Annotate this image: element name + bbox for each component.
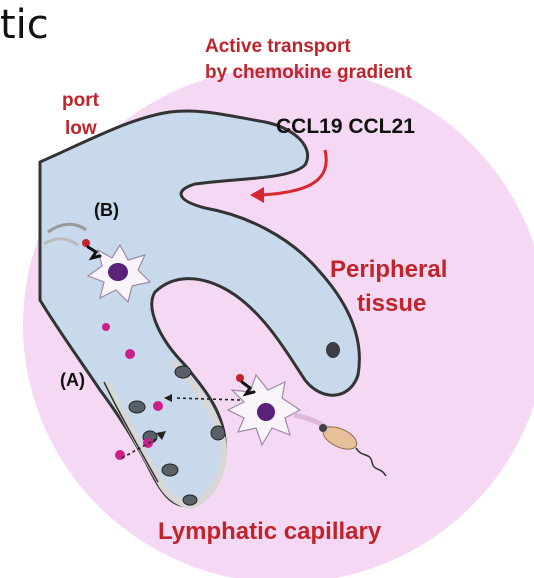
arrowhead	[250, 187, 264, 203]
endothelial-nucleus	[128, 400, 146, 414]
active-transport-label-1: Active transport	[205, 36, 351, 57]
site-b-label: (B)	[94, 200, 119, 220]
t-cell	[319, 424, 387, 477]
active-transport-label-2: by chemokine gradient	[205, 62, 412, 83]
peripheral-label-1: Peripheral	[330, 256, 448, 283]
chemokine-dot	[125, 349, 135, 359]
capillary-wall-left	[104, 381, 196, 509]
endothelial-nucleus	[210, 425, 226, 441]
dendritic-cell-b	[82, 239, 152, 304]
dotted-arrow	[121, 437, 159, 459]
endothelial-nucleus	[161, 463, 179, 477]
peripheral-label-2: tissue	[357, 290, 427, 317]
endothelial-nucleus	[174, 365, 192, 379]
lymphatic-capillary-label: Lymphatic capillary	[158, 518, 382, 545]
site-a-label: (A)	[60, 370, 85, 390]
left-cut-label-1: port	[62, 90, 99, 111]
capillary-wall-left-outline	[103, 381, 159, 483]
heading-fragment: tic	[0, 2, 49, 48]
arrowhead	[156, 431, 166, 440]
left-cut-label-2: low	[65, 118, 97, 139]
chemokine-dot	[102, 323, 110, 331]
chemokines-label: CCL19 CCL21	[276, 115, 415, 138]
chemokine-dot	[115, 450, 125, 460]
migration-arrows	[121, 397, 241, 459]
arrowhead	[164, 394, 172, 402]
chemokine-dot	[153, 401, 163, 411]
endothelial-nucleus	[182, 494, 198, 506]
dotted-arrow	[174, 397, 241, 401]
migrating-dendritic-cell	[226, 373, 336, 447]
chemokine-gradient-arrow	[261, 149, 328, 197]
branch-nucleus	[326, 342, 340, 358]
